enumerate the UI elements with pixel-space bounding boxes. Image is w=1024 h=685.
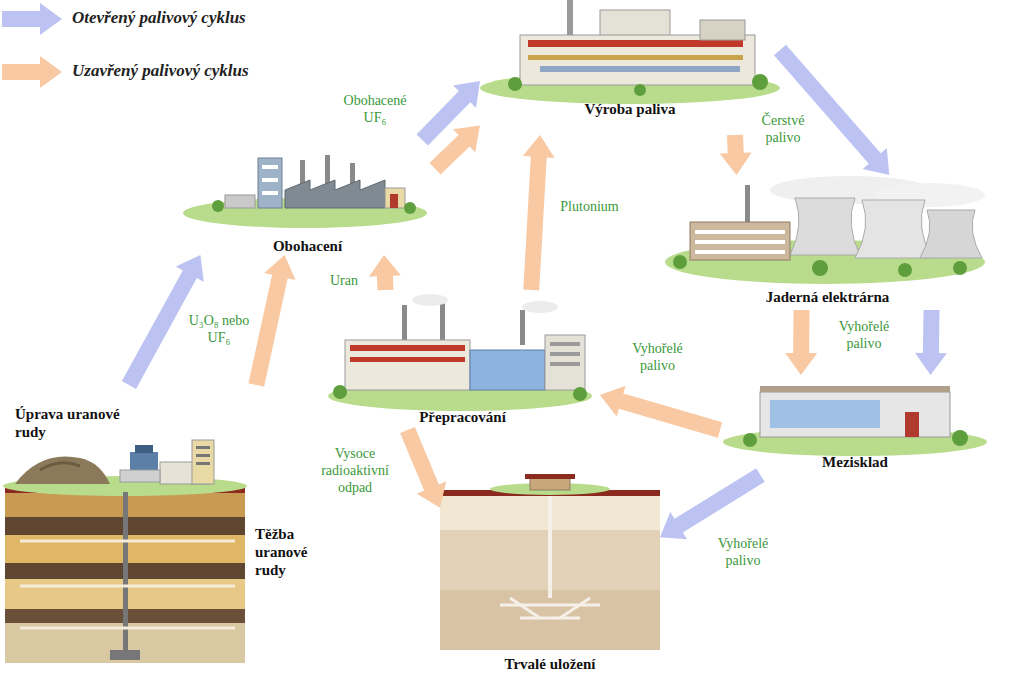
facility-node: Mezisklad bbox=[720, 375, 990, 475]
flow-arrow bbox=[369, 255, 401, 290]
facility-label: Těžba uranové rudy bbox=[255, 525, 340, 579]
fuel-plant bbox=[480, 0, 780, 104]
facility-label: Obohacení bbox=[180, 237, 435, 255]
uranium-mine bbox=[3, 440, 247, 663]
flow-label: Plutonium bbox=[552, 198, 627, 215]
flow-arrow bbox=[660, 468, 765, 539]
facility-label: Trvalé uložení bbox=[440, 655, 660, 673]
flow-arrow bbox=[248, 255, 295, 387]
flow-arrow bbox=[785, 310, 817, 375]
legend-arrow-closed bbox=[2, 56, 62, 88]
flow-arrow bbox=[400, 427, 446, 508]
facility-node: Výroba paliva bbox=[480, 0, 780, 135]
facility-node: Jaderná elektrárna bbox=[665, 175, 990, 310]
facility-label: Úprava uranové rudy bbox=[15, 405, 140, 441]
facility-node: Úprava uranové rudyTěžba uranové rudy bbox=[5, 385, 340, 680]
facility-label: Jaderná elektrárna bbox=[665, 288, 990, 306]
power-plant bbox=[665, 176, 985, 284]
legend-arrow-open bbox=[2, 3, 62, 35]
interim-storage bbox=[723, 386, 987, 456]
flow-label: U₃O₈ nebo UF₆ bbox=[180, 312, 258, 346]
flow-label: Čerstvé palivo bbox=[752, 112, 814, 146]
facility-node: Trvalé uložení bbox=[440, 470, 660, 680]
flow-arrow bbox=[774, 45, 889, 175]
enrichment-plant bbox=[183, 155, 427, 228]
flow-label: Obohacené UF₆ bbox=[335, 92, 415, 126]
flow-arrow bbox=[915, 310, 947, 375]
flow-label: Uran bbox=[325, 272, 363, 289]
flow-label: Vyhořelé palivo bbox=[833, 318, 895, 352]
flow-arrow bbox=[523, 135, 555, 291]
flow-label: Vyhořelé palivo bbox=[712, 535, 774, 569]
facility-node: Přepracování bbox=[325, 290, 600, 430]
legend-text: Otevřený palivový cyklus bbox=[72, 8, 246, 28]
facility-label: Přepracování bbox=[325, 408, 600, 426]
flow-label: Vyhořelé palivo bbox=[625, 340, 690, 374]
flow-label: Vysoce radioaktivní odpad bbox=[315, 445, 395, 496]
facility-label: Mezisklad bbox=[720, 453, 990, 471]
flow-arrow bbox=[600, 386, 722, 438]
repository bbox=[440, 474, 660, 650]
flow-arrow bbox=[720, 135, 752, 175]
facility-label: Výroba paliva bbox=[480, 100, 780, 118]
legend-text: Uzavřený palivový cyklus bbox=[72, 61, 249, 81]
flow-arrow bbox=[430, 126, 481, 175]
reprocessing-plant bbox=[328, 294, 592, 411]
facility-node: Obohacení bbox=[180, 140, 435, 255]
